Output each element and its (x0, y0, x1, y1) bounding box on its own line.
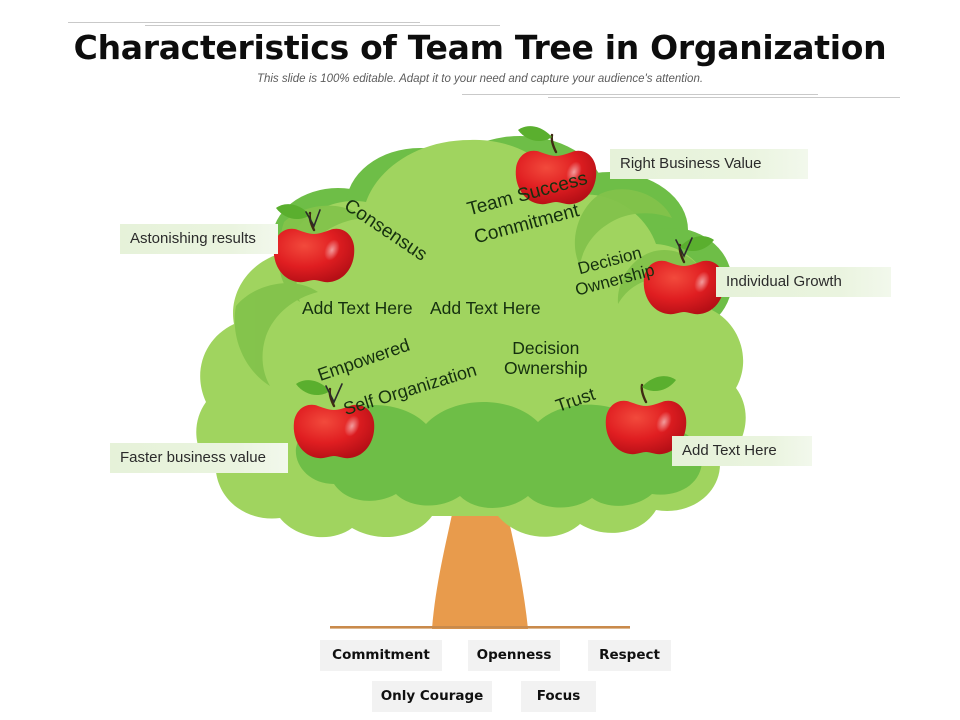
decision-lower-line-2: Ownership (504, 358, 588, 379)
apple-left-lower (293, 380, 375, 459)
leaf-label-decision-ownership-lower: Decision Ownership (504, 338, 588, 378)
header-rule-bottom-right-2 (548, 97, 900, 98)
chip-only-courage[interactable]: Only Courage (372, 681, 492, 712)
page-subtitle: This slide is 100% editable. Adapt it to… (256, 73, 704, 85)
apple-left-upper (273, 204, 355, 283)
leaf-label-add-text-middle: Add Text Here (430, 298, 541, 318)
callout-add-text-here[interactable]: Add Text Here (672, 436, 812, 466)
apple-pointers (305, 209, 693, 404)
apple-right-lower (605, 376, 687, 455)
chip-commitment[interactable]: Commitment (320, 640, 442, 671)
chip-focus[interactable]: Focus (521, 681, 596, 712)
apple-right (643, 236, 725, 315)
callout-astonishing-results[interactable]: Astonishing results (120, 224, 278, 254)
leaf-label-add-text-left: Add Text Here (302, 298, 413, 318)
chip-respect[interactable]: Respect (588, 640, 671, 671)
callout-faster-business-value[interactable]: Faster business value (110, 443, 288, 473)
header-rule-top-left-2 (145, 25, 500, 26)
page-title: Characteristics of Team Tree in Organiza… (73, 28, 887, 67)
ground-line (330, 626, 630, 629)
header-rule-bottom-right (462, 94, 818, 95)
callout-individual-growth[interactable]: Individual Growth (716, 267, 891, 297)
chip-openness[interactable]: Openness (468, 640, 560, 671)
header-rule-top-left (68, 22, 420, 23)
callout-right-business-value[interactable]: Right Business Value (610, 149, 808, 179)
canopy-lower-shelf (295, 401, 702, 508)
decision-lower-line-1: Decision (512, 338, 580, 358)
team-tree-diagram (0, 110, 960, 630)
apple-top (515, 126, 597, 205)
